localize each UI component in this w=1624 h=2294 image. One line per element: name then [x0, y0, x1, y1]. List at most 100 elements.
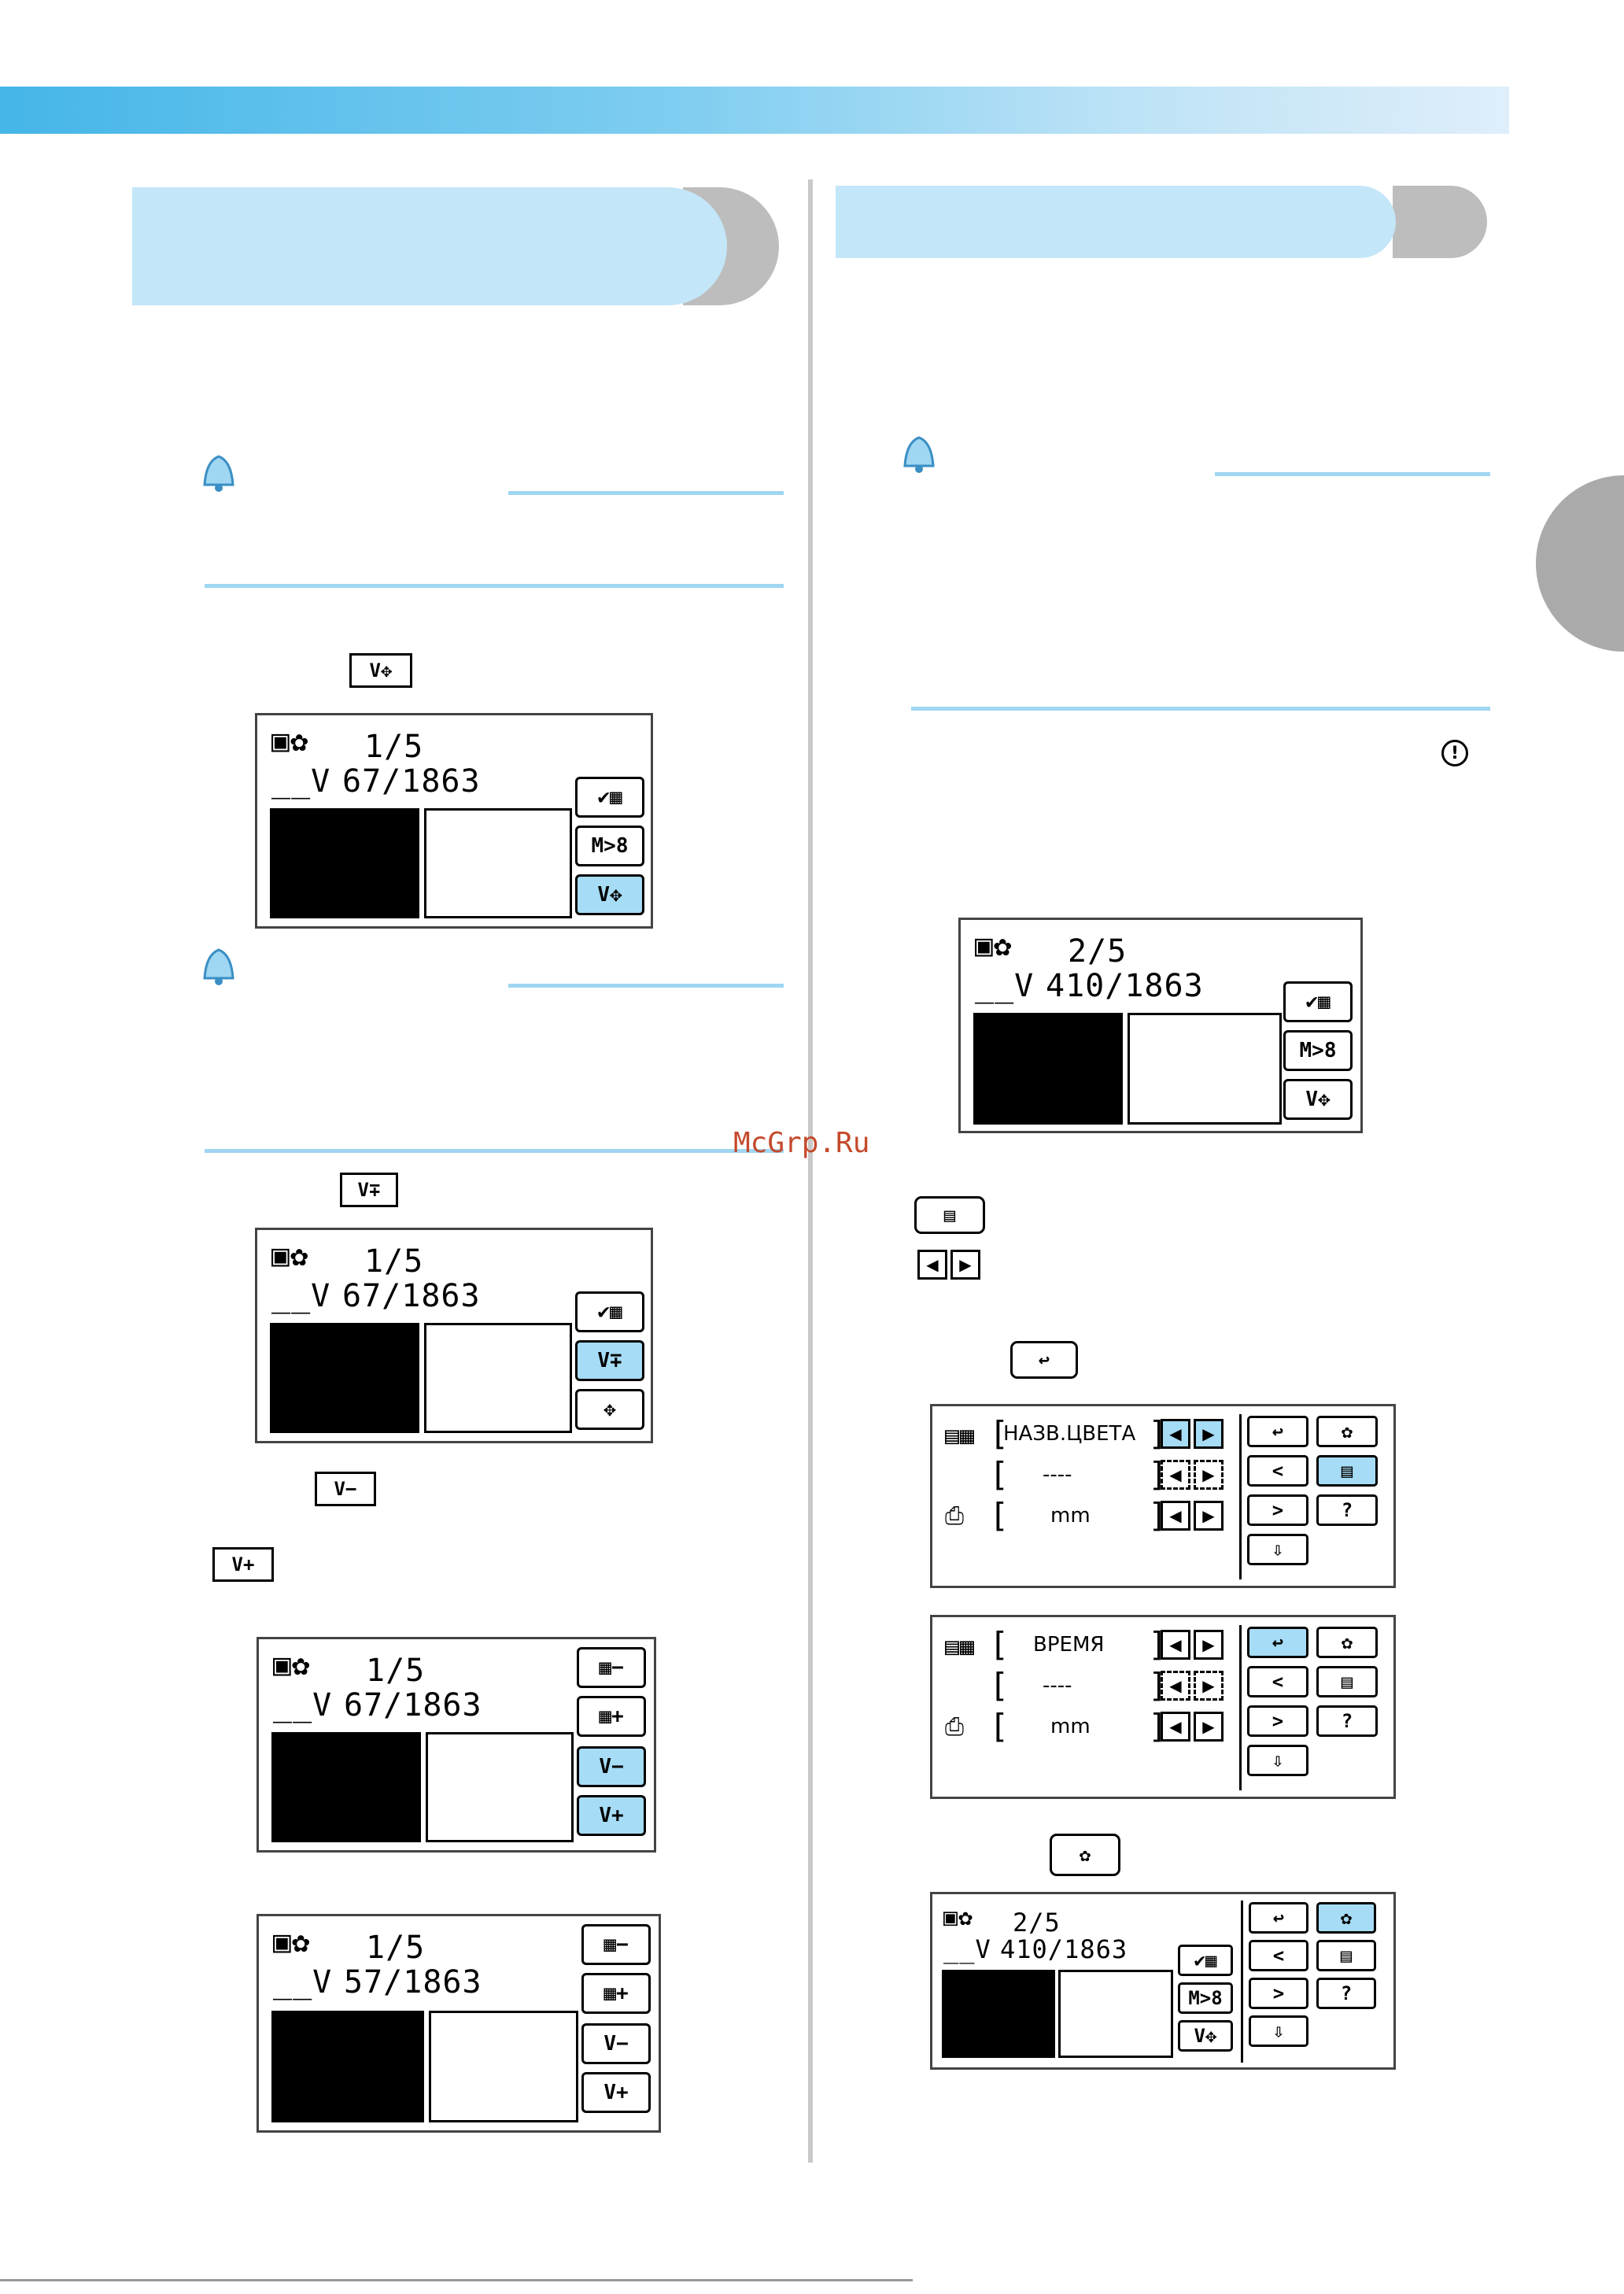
color-counter: 2/5 [1068, 933, 1128, 970]
settings-button[interactable]: ▤ [1316, 1455, 1378, 1487]
help-button[interactable]: ? [1316, 1705, 1378, 1737]
color-counter: 1/5 [364, 1243, 424, 1280]
stitch-minus-button[interactable]: V− [577, 1746, 646, 1787]
needle-minus-key-icon[interactable]: V− [315, 1472, 376, 1506]
bracket-open: [ [989, 1455, 1009, 1494]
color-minus-button[interactable]: ▦− [577, 1647, 646, 1688]
bracket-open: [ [989, 1496, 1009, 1535]
setting-value-2: ---- [1043, 1674, 1072, 1697]
stitch-counter: 67/1863 [342, 763, 481, 800]
prev-page-button[interactable]: < [1247, 1666, 1308, 1697]
next-color-preview [426, 1732, 574, 1842]
current-color-preview [271, 2011, 424, 2122]
left-arrow-icon[interactable]: ◀ [1161, 1501, 1190, 1531]
embroidery-key-icon[interactable]: ✿ [1050, 1834, 1120, 1876]
settings-key-icon[interactable]: ▤ [914, 1196, 985, 1234]
right-arrow-icon[interactable]: ▶ [1194, 1460, 1224, 1490]
memory-button[interactable]: ⇩ [1247, 1745, 1308, 1776]
prev-page-button[interactable]: < [1247, 1455, 1308, 1487]
settings-button[interactable]: ▤ [1316, 1666, 1378, 1697]
color-counter: 1/5 [366, 1930, 426, 1966]
needle-move-key-icon[interactable]: V✥ [349, 653, 412, 688]
left-arrow-icon[interactable]: ◀ [1161, 1460, 1190, 1490]
left-arrow-icon[interactable]: ◀ [1161, 1419, 1190, 1449]
next-page-button[interactable]: > [1247, 1494, 1308, 1526]
back-button[interactable]: ↩ [1247, 1627, 1308, 1658]
unit-icon: ⎙ [945, 1713, 965, 1741]
needle-plus-key-icon[interactable]: V+ [212, 1547, 274, 1582]
needle-move-button[interactable]: V✥ [1178, 2020, 1233, 2052]
lcd-screen-1: ▣✿ 1/5 __V 67/1863 ✔▦ M>8 V✥ [255, 713, 653, 929]
header-band [0, 87, 1509, 134]
row2-arrows[interactable]: ◀▶ [1161, 1671, 1224, 1701]
color-name-icon: ▤▦ [945, 1422, 976, 1450]
needle-move-button[interactable]: V✥ [575, 874, 644, 915]
needle-label: __V [943, 1934, 991, 1964]
trim-button[interactable]: M>8 [1283, 1030, 1353, 1071]
color-check-button[interactable]: ✔▦ [1178, 1945, 1233, 1976]
back-key-icon[interactable]: ↩ [1010, 1341, 1078, 1379]
lcd-screen-4: ▣✿ 1/5 __V 57/1863 ▦− ▦+ V− V+ [257, 1914, 661, 2133]
right-arrow-icon[interactable]: ▶ [1194, 1671, 1224, 1701]
color-check-button[interactable]: ✔▦ [1283, 981, 1353, 1022]
stitch-minus-button[interactable]: V− [581, 2023, 651, 2064]
right-arrow-icon[interactable]: ▶ [950, 1250, 980, 1280]
needle-move-button[interactable]: V✥ [1283, 1079, 1353, 1120]
memo-line [205, 584, 784, 588]
memo-line [1215, 472, 1490, 476]
row3-arrows[interactable]: ◀▶ [1161, 1501, 1224, 1531]
trim-button[interactable]: M>8 [1178, 1982, 1233, 2014]
setting-value-2: ---- [1043, 1463, 1072, 1487]
row2-arrows[interactable]: ◀▶ [1161, 1460, 1224, 1490]
left-arrow-icon[interactable]: ◀ [1161, 1671, 1190, 1701]
prev-page-button[interactable]: < [1249, 1940, 1308, 1971]
frame-icons: ▣✿ [273, 1924, 311, 1959]
move-frame-button[interactable]: ✥ [575, 1389, 644, 1430]
color-plus-button[interactable]: ▦+ [581, 1973, 651, 2014]
trim-button[interactable]: M>8 [575, 826, 644, 866]
row3-arrows[interactable]: ◀▶ [1161, 1712, 1224, 1742]
next-color-preview [424, 1323, 572, 1433]
back-button[interactable]: ↩ [1247, 1416, 1308, 1447]
next-page-button[interactable]: > [1247, 1705, 1308, 1737]
help-button[interactable]: ? [1316, 1978, 1376, 2009]
right-arrow-icon[interactable]: ▶ [1194, 1501, 1224, 1531]
right-arrow-icon[interactable]: ▶ [1194, 1712, 1224, 1742]
bracket-open: [ [989, 1707, 1009, 1745]
panel-separator [1239, 1414, 1242, 1579]
back-button[interactable]: ↩ [1249, 1902, 1308, 1934]
settings-screen-2: ▤▦ [ ВРЕМЯ ] ◀▶ [ ---- ] ◀▶ ⎙ [ mm ] ◀▶ … [930, 1615, 1396, 1799]
stitch-plus-button[interactable]: V+ [581, 2072, 651, 2113]
memory-button[interactable]: ⇩ [1249, 2015, 1308, 2047]
embroidery-button[interactable]: ✿ [1316, 1416, 1378, 1447]
color-check-button[interactable]: ✔▦ [575, 1291, 644, 1332]
left-arrow-icon[interactable]: ◀ [1161, 1630, 1190, 1660]
needle-stitch-button[interactable]: V∓ [575, 1340, 644, 1381]
needle-stitch-key-icon[interactable]: V∓ [340, 1173, 398, 1207]
color-plus-button[interactable]: ▦+ [577, 1696, 646, 1737]
row1-arrows[interactable]: ◀▶ [1161, 1419, 1224, 1449]
settings-button[interactable]: ▤ [1316, 1940, 1376, 1971]
needle-label: __V [273, 1687, 333, 1723]
memo-bell-icon [203, 455, 234, 492]
arrow-keys-icon[interactable]: ◀▶ [917, 1250, 980, 1280]
color-minus-button[interactable]: ▦− [581, 1924, 651, 1965]
needle-label: __V [271, 763, 331, 800]
next-color-preview [1058, 1970, 1173, 2058]
color-counter: 2/5 [1013, 1908, 1061, 1938]
right-arrow-icon[interactable]: ▶ [1194, 1630, 1224, 1660]
bracket-open: [ [989, 1625, 1009, 1664]
needle-label: __V [273, 1964, 333, 2000]
stitch-plus-button[interactable]: V+ [577, 1795, 646, 1836]
embroidery-button[interactable]: ✿ [1316, 1902, 1376, 1934]
right-heading-tab-shadow [1393, 186, 1487, 258]
color-check-button[interactable]: ✔▦ [575, 777, 644, 818]
memory-button[interactable]: ⇩ [1247, 1534, 1308, 1565]
left-arrow-icon[interactable]: ◀ [917, 1250, 947, 1280]
embroidery-button[interactable]: ✿ [1316, 1627, 1378, 1658]
help-button[interactable]: ? [1316, 1494, 1378, 1526]
left-arrow-icon[interactable]: ◀ [1161, 1712, 1190, 1742]
right-arrow-icon[interactable]: ▶ [1194, 1419, 1224, 1449]
next-page-button[interactable]: > [1249, 1978, 1308, 2009]
row1-arrows[interactable]: ◀▶ [1161, 1630, 1224, 1660]
